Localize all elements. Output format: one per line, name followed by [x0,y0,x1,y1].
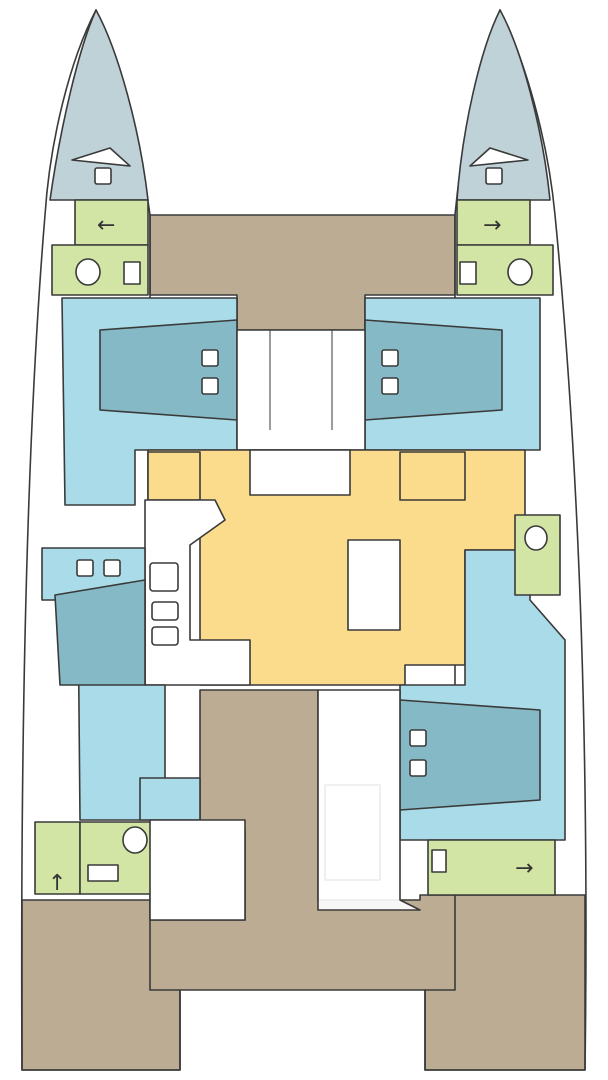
port-forward-head [74,199,149,246]
port-steps [147,451,201,501]
port-forward-berth [99,319,238,421]
sink-icon [459,261,477,285]
hatch-icon [485,167,503,185]
cockpit-seat [149,819,246,921]
sink-icon [123,261,141,285]
arrow-left-icon: ← [97,213,115,238]
pillow-icon [409,729,427,747]
toilet-icon [507,258,533,286]
starboard-forward-berth [364,319,503,421]
toilet-icon [524,525,548,551]
cockpit-bench [317,689,421,911]
arrow-right-icon: → [515,856,533,881]
galley-sink [151,601,179,621]
cleat-icon [469,147,529,167]
pillow-icon [381,349,399,367]
cleat-icon [71,147,131,167]
toilet-icon [75,258,101,286]
sink-icon [87,864,119,882]
pillow-icon [381,377,399,395]
pillow-icon [201,377,219,395]
port-aft-wc [79,821,161,895]
saloon-table [347,539,401,631]
toilet-icon [122,826,148,854]
arrow-up-icon: ↑ [48,871,66,896]
hatch-icon [94,167,112,185]
galley-sink [151,626,179,646]
arrow-right-icon: → [483,213,501,238]
pillow-icon [76,559,94,577]
starboard-aft-head [427,839,556,896]
forward-lounge [236,329,366,451]
port-aft-shower [34,821,81,895]
port-aft-steps [139,777,201,821]
pillow-icon [409,759,427,777]
nav-station [249,449,351,496]
stove-icon [149,562,179,592]
starboard-aft-berth [399,699,541,811]
starboard-bow-locker [456,9,551,201]
sink-icon [431,849,447,873]
pillow-icon [201,349,219,367]
port-aft-berth [54,579,146,686]
starboard-steps [399,451,466,501]
pillow-icon [103,559,121,577]
